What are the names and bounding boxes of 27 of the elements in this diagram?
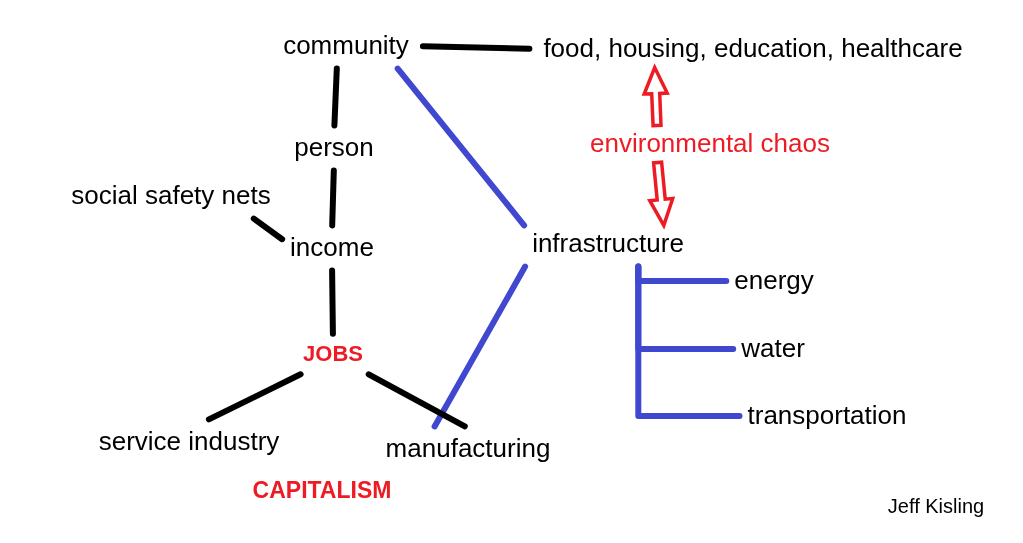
concept-label: manufacturing	[385, 434, 551, 464]
concept-label: environmental chaos	[590, 129, 830, 159]
block-arrow	[646, 160, 676, 230]
concept-label: service industry	[98, 427, 280, 457]
connector-line	[419, 43, 533, 52]
connector-line	[635, 263, 743, 419]
connector-line	[394, 65, 528, 229]
concept-label: infrastructure	[532, 229, 684, 259]
concept-label: social safety nets	[71, 181, 271, 211]
connector-line	[205, 371, 304, 423]
connector-line	[431, 263, 529, 430]
concept-label: water	[741, 334, 805, 364]
concept-label: food, housing, education, healthcare	[543, 34, 963, 64]
concept-label: community	[283, 31, 409, 61]
concept-label: person	[294, 133, 374, 163]
connector-line	[331, 65, 340, 129]
block-arrow	[641, 63, 670, 128]
connector-line	[365, 371, 468, 430]
heading-text: CAPITALISM	[252, 478, 392, 504]
concept-label: energy	[734, 266, 814, 296]
concept-label: transportation	[747, 401, 907, 431]
concept-label: JOBS	[303, 341, 363, 367]
author-signature: Jeff Kisling	[887, 494, 985, 518]
connector-line	[329, 167, 337, 229]
connector-line	[329, 267, 336, 337]
connector-line	[250, 215, 286, 243]
concept-label: income	[290, 233, 374, 263]
